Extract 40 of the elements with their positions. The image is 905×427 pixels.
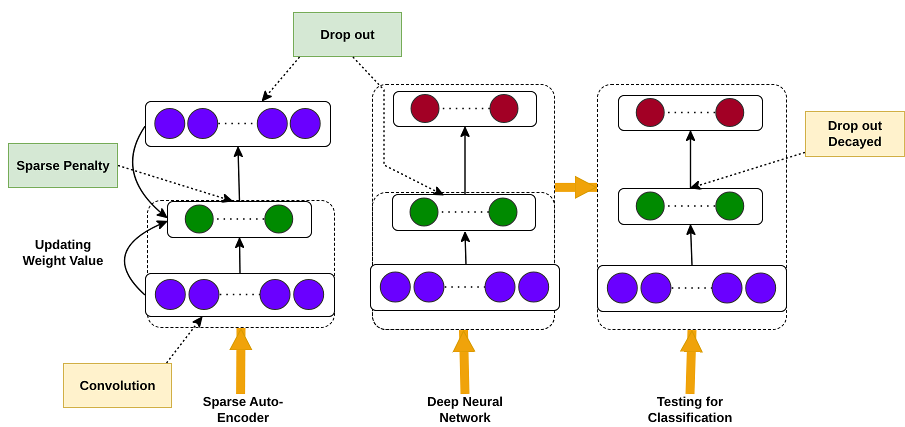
caption-text: Deep Neural Network: [405, 394, 525, 426]
note-text: Drop out Decayed: [826, 118, 884, 150]
dashed-group-outline: [597, 84, 787, 330]
note-text: Sparse Penalty: [16, 158, 110, 174]
layer-box: [392, 90, 536, 126]
arrow: [234, 238, 245, 273]
caption-text: Updating Weight Value: [22, 237, 104, 269]
arrow: [233, 146, 244, 202]
caption-text: Sparse Auto-Encoder: [183, 394, 303, 426]
layer-box: [370, 264, 560, 311]
arrow: [686, 224, 696, 266]
note-text: Drop out: [320, 26, 375, 42]
arrow: [686, 130, 696, 188]
block-arrow: [680, 330, 703, 394]
dashed-group-outline: [147, 200, 335, 328]
block-arrow: [229, 328, 252, 394]
caption-text: Testing for Classification: [625, 394, 755, 426]
layer-box: [618, 188, 762, 224]
dotted-arrow: [352, 56, 444, 196]
layer-box: [618, 94, 762, 130]
layer-box: [166, 200, 312, 238]
layer-box: [145, 101, 331, 147]
arrow: [132, 126, 168, 218]
dotted-arrow: [262, 56, 300, 102]
layer-box: [596, 264, 786, 312]
dotted-arrow: [118, 164, 233, 203]
note-box: [293, 12, 402, 57]
dotted-arrow: [166, 316, 203, 364]
note-box: [8, 143, 118, 188]
block-arrow: [555, 176, 597, 199]
dotted-arrow: [690, 152, 806, 190]
arrow: [460, 126, 470, 195]
arrow: [124, 220, 168, 296]
note-box: [805, 111, 905, 157]
note-box: [63, 363, 172, 408]
layer-box: [392, 194, 536, 231]
block-arrow: [452, 330, 476, 394]
layer-box: [144, 272, 334, 316]
arrow: [460, 232, 470, 266]
note-text: Convolution: [80, 378, 156, 394]
